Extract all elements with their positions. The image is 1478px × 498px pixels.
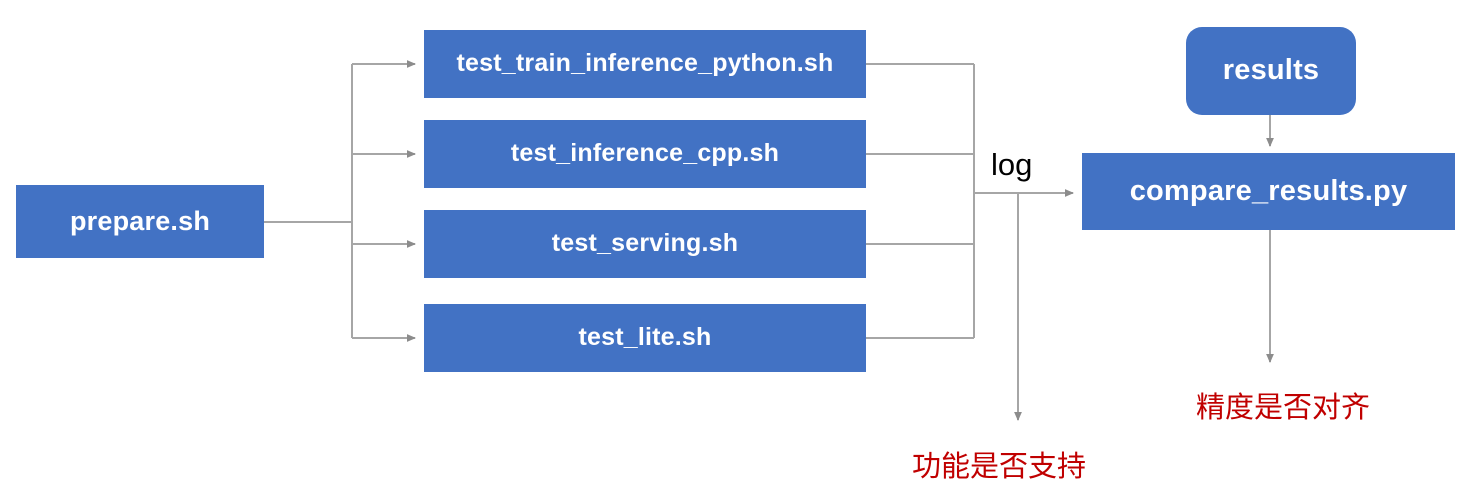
note-accuracy-aligned: 精度是否对齐 bbox=[1196, 392, 1371, 424]
node-test-inference-cpp-sh[interactable]: test_inference_cpp.sh bbox=[424, 120, 866, 188]
node-compare-results-py[interactable]: compare_results.py bbox=[1082, 153, 1455, 230]
node-test-lite-sh[interactable]: test_lite.sh bbox=[424, 304, 866, 372]
note-function-support: 功能是否支持 bbox=[912, 451, 1087, 483]
node-test-serving-sh-label: test_serving.sh bbox=[551, 229, 739, 258]
node-compare-results-py-label: compare_results.py bbox=[1129, 174, 1408, 207]
node-test-inference-cpp-sh-label: test_inference_cpp.sh bbox=[510, 139, 780, 168]
edge-label-log: log bbox=[991, 147, 1033, 182]
node-results[interactable]: results bbox=[1186, 27, 1356, 115]
node-test-train-inference-python-sh-label: test_train_inference_python.sh bbox=[456, 49, 834, 78]
node-prepare-sh-label: prepare.sh bbox=[69, 205, 211, 236]
node-prepare-sh[interactable]: prepare.sh bbox=[16, 185, 264, 258]
node-test-train-inference-python-sh[interactable]: test_train_inference_python.sh bbox=[424, 30, 866, 98]
node-test-lite-sh-label: test_lite.sh bbox=[578, 323, 712, 352]
node-test-serving-sh[interactable]: test_serving.sh bbox=[424, 210, 866, 278]
node-results-label: results bbox=[1222, 54, 1320, 87]
